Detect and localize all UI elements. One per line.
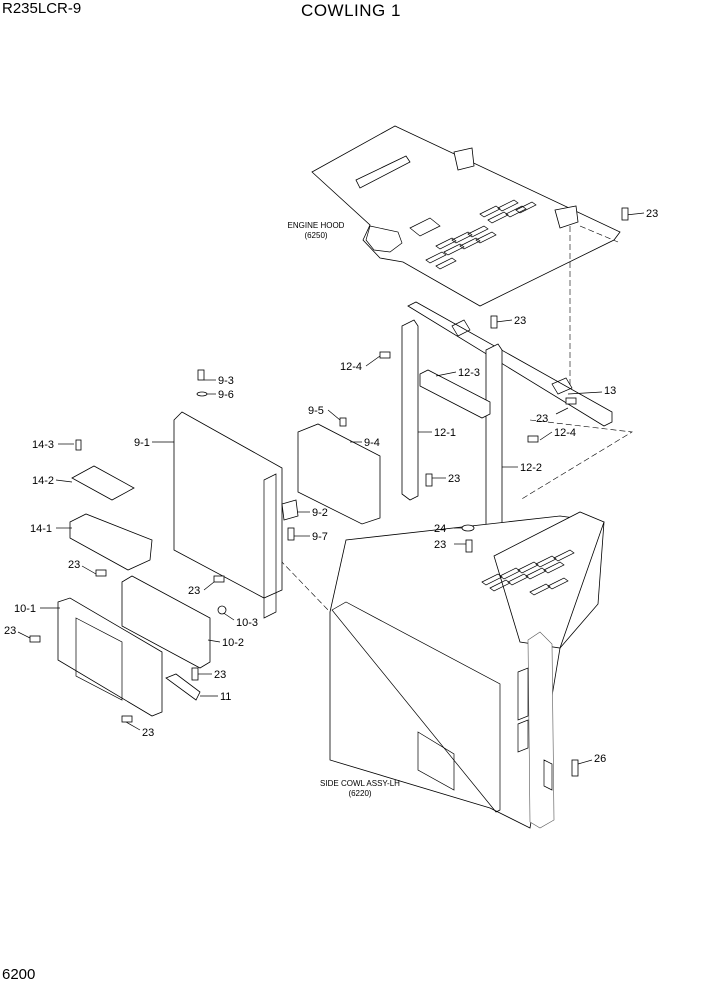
plate-10-1 (57, 597, 163, 717)
callout-12-4: 12-4 (340, 361, 362, 373)
svg-text:ENGINE HOOD: ENGINE HOOD (288, 221, 345, 230)
insulation-pad-9-4 (297, 423, 381, 525)
model-number: R235LCR-9 (2, 0, 82, 17)
callout-9-7: 9-7 (312, 531, 328, 543)
plate-9-1 (173, 411, 283, 619)
callout-labels: 23 23 13 23 12-4 12-3 12-1 12-4 12-2 23 … (4, 208, 658, 765)
page-title: COWLING 1 (301, 1, 401, 20)
callout-9-5: 9-5 (308, 405, 324, 417)
callout-14-1: 14-1 (30, 523, 52, 535)
frame-post-12-1 (401, 319, 419, 501)
svg-text:(6220): (6220) (348, 789, 371, 798)
callout-23: 23 (646, 208, 658, 220)
callout-12-3: 12-3 (458, 367, 480, 379)
callout-12-1: 12-1 (434, 427, 456, 439)
step-14-2 (71, 465, 135, 501)
callout-23: 23 (536, 413, 548, 425)
callout-11: 11 (220, 691, 231, 703)
callout-23: 23 (68, 559, 80, 571)
callout-23: 23 (214, 669, 226, 681)
cowl-vent-slots (481, 549, 575, 596)
callout-12-2: 12-2 (520, 462, 542, 474)
callout-23: 23 (188, 585, 200, 597)
frame-bracket-12-3 (419, 369, 491, 419)
callout-23: 23 (434, 539, 446, 551)
page-number: 6200 (2, 966, 36, 983)
callout-14-2: 14-2 (32, 475, 54, 487)
side-cowl-assy (329, 511, 605, 829)
bracket-11 (165, 673, 201, 701)
callout-9-1: 9-1 (134, 437, 150, 449)
insulation-pad-10-2 (121, 575, 211, 669)
callout-23: 23 (142, 727, 154, 739)
callout-10-1: 10-1 (14, 603, 36, 615)
callout-9-6: 9-6 (218, 389, 234, 401)
hood-vent-slots (425, 199, 537, 270)
callout-14-3: 14-3 (32, 439, 54, 451)
bracket-14-1 (69, 513, 153, 571)
side-cowl-label: SIDE COWL ASSY-LH (6220) (320, 779, 400, 798)
callout-26: 26 (594, 753, 606, 765)
callout-23: 23 (448, 473, 460, 485)
callout-12-4: 12-4 (554, 427, 576, 439)
callout-10-3: 10-3 (236, 617, 258, 629)
svg-text:SIDE COWL ASSY-LH: SIDE COWL ASSY-LH (320, 779, 400, 788)
callout-9-2: 9-2 (312, 507, 328, 519)
callout-23: 23 (4, 625, 16, 637)
svg-text:(6250): (6250) (304, 231, 327, 240)
engine-hood-label: ENGINE HOOD (6250) (288, 221, 345, 240)
callout-9-4: 9-4 (364, 437, 380, 449)
engine-hood (311, 125, 621, 307)
frame-beam-13 (407, 301, 613, 427)
frame-post-12-2 (485, 343, 503, 551)
callout-9-3: 9-3 (218, 375, 234, 387)
callout-10-2: 10-2 (222, 637, 244, 649)
callout-13: 13 (604, 385, 616, 397)
callout-24: 24 (434, 523, 446, 535)
hardware-bolts (29, 207, 629, 777)
callout-23: 23 (514, 315, 526, 327)
